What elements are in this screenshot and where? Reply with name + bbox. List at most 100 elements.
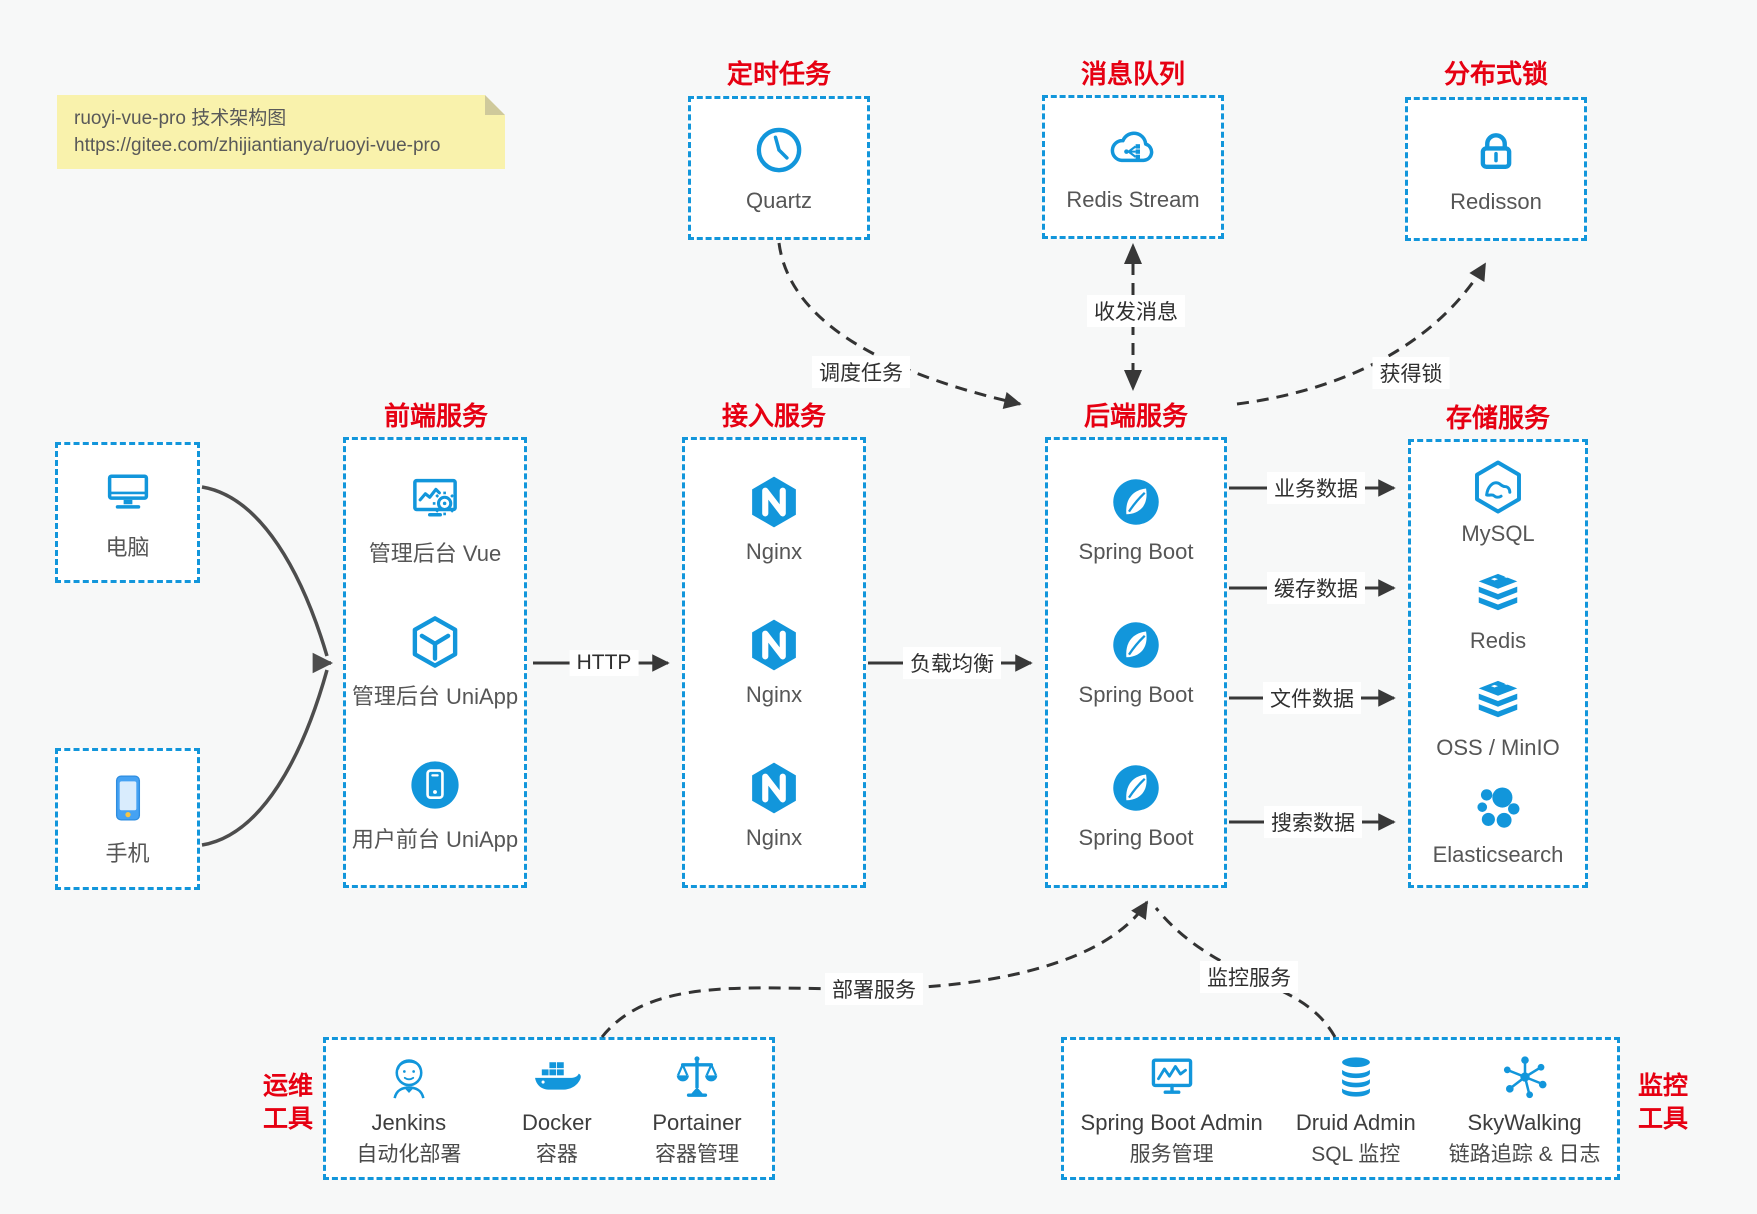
nginx-icon <box>752 762 796 814</box>
phone-icon <box>115 775 140 821</box>
node-label: 手机 <box>105 841 150 866</box>
user-uniapp-icon <box>411 761 459 809</box>
node-name: SkyWalking <box>1467 1109 1582 1135</box>
node-nginx-1: Nginx <box>746 474 802 565</box>
edge-label-monitor: 监控服务 <box>1200 961 1298 993</box>
portainer-scales-icon <box>676 1055 718 1097</box>
node-label: Nginx <box>745 682 803 707</box>
node-label: MySQL <box>1461 521 1535 547</box>
column-storage: MySQL Redis OSS / MinIO <box>1408 439 1588 888</box>
sticky-note: ruoyi-vue-pro 技术架构图 https://gitee.com/zh… <box>57 95 505 169</box>
node-portainer: Portainer 容器管理 <box>652 1050 742 1168</box>
node-skywalking: SkyWalking 链路追踪 & 日志 <box>1448 1050 1601 1168</box>
cloud-stream-icon <box>1110 131 1154 163</box>
node-label: Elasticsearch <box>1432 841 1564 867</box>
node-label: Redisson <box>1450 189 1542 214</box>
node-desc: 容器 <box>535 1142 578 1166</box>
note-title: ruoyi-vue-pro 技术架构图 <box>74 108 287 129</box>
edge-label-http: HTTP <box>569 650 639 676</box>
column-title-backend: 后端服务 <box>1083 401 1189 431</box>
ops-side-label-line2: 工具 <box>262 1105 313 1133</box>
node-druid-admin: Druid Admin SQL 监控 <box>1296 1050 1416 1168</box>
clock-icon <box>756 127 802 173</box>
node-quartz: Quartz <box>688 96 870 240</box>
edge-label-file-data: 文件数据 <box>1263 682 1361 714</box>
jenkins-icon <box>393 1058 425 1098</box>
node-name: Docker <box>522 1109 592 1135</box>
column-title-gateway: 接入服务 <box>721 401 827 431</box>
edge-label-deploy: 部署服务 <box>825 973 923 1005</box>
group-title-distributed-lock: 分布式锁 <box>1443 59 1549 89</box>
node-spring-boot-2: Spring Boot <box>1078 617 1194 708</box>
node-label: Spring Boot <box>1078 825 1194 850</box>
node-redisson: Redisson <box>1405 97 1587 241</box>
edge-deploy <box>600 900 1149 1038</box>
node-name: Portainer <box>652 1109 742 1135</box>
node-label: 电脑 <box>105 534 150 560</box>
oss-layers-icon <box>1478 680 1518 718</box>
edge-clients-merge <box>201 485 334 847</box>
node-redis-stream: Redis Stream <box>1042 95 1224 239</box>
node-desc: SQL 监控 <box>1311 1142 1401 1166</box>
node-label: Redis <box>1469 628 1527 654</box>
node-user-uniapp: 用户前台 UniApp <box>352 757 518 854</box>
ops-side-label-line1: 运维 <box>262 1072 313 1100</box>
node-label: Quartz <box>745 188 813 213</box>
node-label: Nginx <box>745 539 803 564</box>
node-phone: 手机 <box>55 748 200 890</box>
docker-icon <box>534 1061 581 1090</box>
spring-boot-admin-icon <box>1151 1057 1192 1094</box>
desktop-icon <box>107 474 148 509</box>
elasticsearch-icon <box>1477 787 1520 828</box>
druid-db-icon <box>1340 1055 1372 1098</box>
monitoring-side-label-line1: 监控 <box>1637 1072 1688 1100</box>
edge-label-search-data: 搜索数据 <box>1264 806 1362 838</box>
node-label: 用户前台 UniApp <box>351 827 519 852</box>
nginx-icon <box>752 619 796 671</box>
node-name: Spring Boot Admin <box>1080 1109 1263 1135</box>
group-title-message-queue: 消息队列 <box>1080 59 1186 89</box>
node-spring-boot-admin: Spring Boot Admin 服务管理 <box>1081 1050 1263 1168</box>
node-admin-vue: 管理后台 Vue <box>369 471 501 568</box>
node-spring-boot-3: Spring Boot <box>1078 760 1194 851</box>
spring-boot-icon <box>1113 622 1159 668</box>
edge-label-business-data: 业务数据 <box>1267 472 1365 504</box>
node-jenkins: Jenkins 自动化部署 <box>356 1050 461 1168</box>
node-label: 管理后台 UniApp <box>351 684 519 709</box>
node-desc: 链路追踪 & 日志 <box>1448 1142 1601 1166</box>
redis-layers-icon <box>1478 574 1518 611</box>
monitoring-side-label: 监控 工具 <box>1631 1070 1695 1136</box>
node-label: Spring Boot <box>1078 539 1194 564</box>
edge-label-messages: 收发消息 <box>1087 295 1185 327</box>
lock-icon <box>1480 133 1512 169</box>
edge-label-cache-data: 缓存数据 <box>1267 572 1365 604</box>
node-mysql: MySQL <box>1461 459 1535 547</box>
node-redis: Redis <box>1470 566 1526 654</box>
node-label: Redis Stream <box>1066 187 1200 212</box>
node-desc: 服务管理 <box>1129 1142 1214 1166</box>
column-title-frontend: 前端服务 <box>383 401 489 431</box>
edge-label-lock: 获得锁 <box>1372 357 1450 389</box>
node-label: Nginx <box>745 825 803 850</box>
note-url: https://gitee.com/zhijiantianya/ruoyi-vu… <box>74 135 441 156</box>
nginx-icon <box>752 476 796 528</box>
monitoring-side-label-line2: 工具 <box>1637 1105 1688 1133</box>
mysql-icon <box>1475 460 1521 514</box>
node-label: Spring Boot <box>1078 682 1194 707</box>
node-admin-uniapp: 管理后台 UniApp <box>352 614 518 711</box>
node-name: Druid Admin <box>1295 1109 1416 1135</box>
spring-boot-icon <box>1113 479 1159 525</box>
group-title-scheduled-tasks: 定时任务 <box>726 59 832 89</box>
column-gateway: Nginx Nginx Nginx <box>682 437 866 888</box>
node-name: Jenkins <box>371 1109 447 1135</box>
column-backend: Spring Boot Spring Boot Spring Boot <box>1045 437 1227 888</box>
edge-label-load-balance: 负载均衡 <box>903 647 1001 679</box>
uniapp-cube-icon <box>412 616 458 668</box>
skywalking-icon <box>1503 1055 1547 1098</box>
edge-label-schedule: 调度任务 <box>812 356 910 388</box>
group-ops-tools: Jenkins 自动化部署 Docker 容器 <box>323 1037 775 1180</box>
admin-vue-icon <box>413 478 457 517</box>
spring-boot-icon <box>1113 765 1159 811</box>
node-spring-boot-1: Spring Boot <box>1078 474 1194 565</box>
